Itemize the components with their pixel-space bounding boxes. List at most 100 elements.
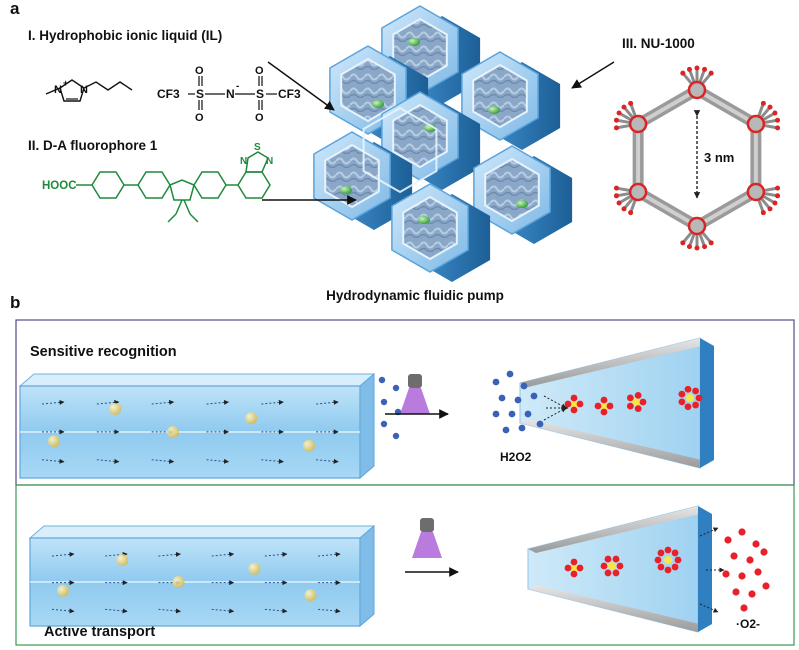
channel-inner-3 <box>392 103 448 169</box>
cluster-c-dot-1 <box>634 405 642 413</box>
cluster-f-dot-1 <box>612 569 620 577</box>
fluorophore-structure: HOOC N S N <box>42 142 273 223</box>
h2o2-dot-8 <box>524 410 532 418</box>
h2o2-dot-4 <box>514 396 522 404</box>
mof-oxygen-0-1 <box>686 66 692 72</box>
superoxide-label: ·O2- <box>736 617 760 631</box>
h2o2-dot-left-0 <box>378 376 386 384</box>
cluster-g-dot-4 <box>654 556 662 564</box>
cluster-b-dot-2 <box>594 402 602 410</box>
cluster-d-dot-3 <box>678 398 686 406</box>
h2o2-dot-6 <box>492 410 500 418</box>
tube-top-face <box>28 525 376 539</box>
superoxide-dot-11 <box>762 582 770 590</box>
cluster-e-dot-0 <box>576 564 584 572</box>
mof-title: III. NU-1000 <box>622 36 695 51</box>
cluster-d-dot-4 <box>678 390 686 398</box>
cluster-e-dot-1 <box>570 570 578 578</box>
mof-oxygen-3-1 <box>702 244 708 250</box>
fluorophore-dot-5 <box>516 200 528 208</box>
anion-cf3-left: CF3 <box>157 87 180 101</box>
superoxide-dot-0 <box>724 536 732 544</box>
h2o2-dot-10 <box>518 424 526 432</box>
cluster-b-dot-3 <box>600 396 608 404</box>
fluorophore-s: S <box>254 142 261 153</box>
tube-particle-0 <box>48 435 60 448</box>
lamp-body <box>420 518 434 532</box>
cluster-a-core <box>570 400 578 408</box>
mof-linker-highlight-5 <box>637 88 699 126</box>
cluster-g-dot-5 <box>657 549 665 557</box>
cluster-e-dot-3 <box>570 558 578 566</box>
anion-o-top-right: O <box>255 65 264 77</box>
mof-oxygen-5-3 <box>621 104 627 110</box>
hexagonal-channel-bundle <box>313 5 573 282</box>
mof-oxygen-5-0 <box>613 125 619 131</box>
anion-o-top-left: O <box>195 65 204 77</box>
cone-upper-wall <box>528 506 708 553</box>
mof-oxygen-2-2 <box>772 200 778 206</box>
mof-oxygen-1-0 <box>760 100 766 106</box>
uv-lamp-icon-top <box>400 374 430 414</box>
channel-inner-4 <box>324 143 380 209</box>
tube-top-face <box>18 373 376 387</box>
superoxide-outflow-arrow-2 <box>699 603 719 613</box>
tube-particle-1 <box>109 403 122 415</box>
cone-channel-top <box>519 337 714 469</box>
panel-b-letter: b <box>10 293 20 312</box>
mof-oxygen-5-4 <box>628 100 634 106</box>
cluster-d-dot-1 <box>692 401 700 409</box>
mof-oxygen-3-2 <box>694 245 700 251</box>
superoxide-dot-8 <box>754 568 762 576</box>
uv-lamp-icon-bottom <box>412 518 442 558</box>
tube-channel-bottom <box>28 524 376 628</box>
anion-n-minus: N <box>226 87 235 101</box>
superoxide-dot-10 <box>748 590 756 598</box>
superoxide-outflow-arrow-0 <box>699 527 719 537</box>
tube-particle-0 <box>57 584 69 597</box>
panel-a-letter: a <box>10 0 20 18</box>
mof-node-2 <box>746 182 766 202</box>
mof-oxygen-2-0 <box>775 185 781 191</box>
cluster-g-dot-3 <box>657 563 665 571</box>
fluorophore-dot-4 <box>340 186 352 194</box>
cluster-g-dot-6 <box>664 546 672 554</box>
h2o2-inflow-arrow-2 <box>543 407 567 421</box>
cluster-b-dot-1 <box>600 408 608 416</box>
cluster-g-dot-1 <box>671 563 679 571</box>
h2o2-dot-1 <box>506 370 514 378</box>
h2o2-molecule-cloud-right-of-tube <box>378 376 402 440</box>
mof-oxygen-1-4 <box>775 125 781 131</box>
mof-oxygen-1-1 <box>767 104 773 110</box>
cluster-d-dot-2 <box>684 403 692 411</box>
cluster-a-dot-2 <box>564 400 572 408</box>
superoxide-molecule-cloud <box>699 527 770 613</box>
arrow-il-to-channel <box>267 61 335 111</box>
cluster-b-core <box>600 402 608 410</box>
active-transport-title: Active transport <box>44 624 155 640</box>
lamp-light-beam <box>400 388 430 414</box>
tube-particle-2 <box>172 576 185 588</box>
h2o2-dot-left-5 <box>392 432 400 440</box>
mof-linker-highlight-3 <box>637 190 699 228</box>
h2o2-dot-0 <box>492 378 500 386</box>
sensitive-recognition-title: Sensitive recognition <box>30 344 177 360</box>
cluster-g-dot-0 <box>674 556 682 564</box>
cone-channel-bottom <box>527 505 712 633</box>
cluster-e-core <box>570 564 578 572</box>
tube-particle-3 <box>248 562 261 575</box>
h2o2-dot-left-2 <box>380 398 388 406</box>
cluster-c-dot-4 <box>634 391 642 399</box>
h2o2-label: H2O2 <box>500 450 532 464</box>
mof-oxygen-5-1 <box>613 117 619 123</box>
cluster-a-dot-3 <box>570 394 578 402</box>
tfsi-anion-structure: CF3 S N - S CF3 O O O O <box>157 65 301 124</box>
ionic-liquid-title: I. Hydrophobic ionic liquid (IL) <box>28 28 222 43</box>
cluster-c-dot-2 <box>626 402 634 410</box>
anion-cf3-right: CF3 <box>278 87 301 101</box>
cluster-f-dot-5 <box>612 555 620 563</box>
fluorophore-dot-6 <box>418 216 430 224</box>
h2o2-dot-3 <box>498 394 506 402</box>
cluster-d-dot-0 <box>695 394 703 402</box>
mof-oxygen-3-3 <box>686 244 692 250</box>
